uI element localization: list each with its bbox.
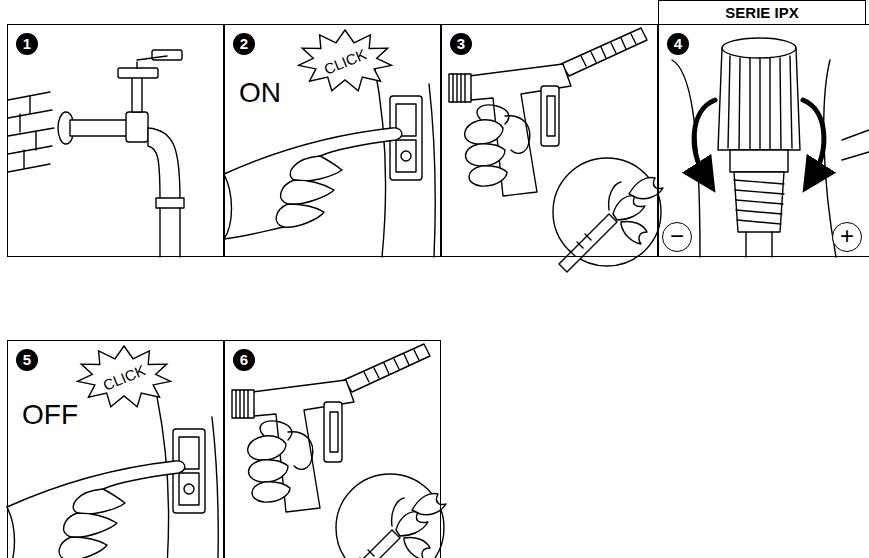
step-panel: 5OFFCLICK (7, 340, 224, 558)
step-panel: 1 (7, 24, 224, 257)
step-number: 5 (16, 349, 38, 371)
plus-symbol: + (832, 222, 862, 252)
series-header: SERIE IPX (658, 0, 866, 25)
plus-sign: + (840, 222, 854, 250)
step-number: 1 (16, 33, 38, 55)
click-burst: CLICK (297, 29, 393, 93)
step-number: 2 (233, 33, 255, 55)
series-label: SERIE IPX (725, 4, 798, 21)
minus-symbol: − (662, 222, 692, 252)
step-number: 3 (450, 33, 472, 55)
step-number: 6 (233, 349, 255, 371)
step-panel: 3 (441, 24, 658, 257)
switch-label: OFF (22, 399, 78, 431)
click-burst: CLICK (76, 345, 172, 409)
step-panel: 6 (224, 340, 441, 558)
switch-label: ON (239, 77, 281, 109)
step-number: 4 (667, 33, 689, 55)
burst-shape (298, 30, 391, 91)
step-panel: 4 − + (658, 24, 869, 257)
step-panel: 2ON CLICK (224, 24, 441, 257)
burst-shape (77, 346, 170, 407)
minus-sign: − (670, 222, 684, 250)
